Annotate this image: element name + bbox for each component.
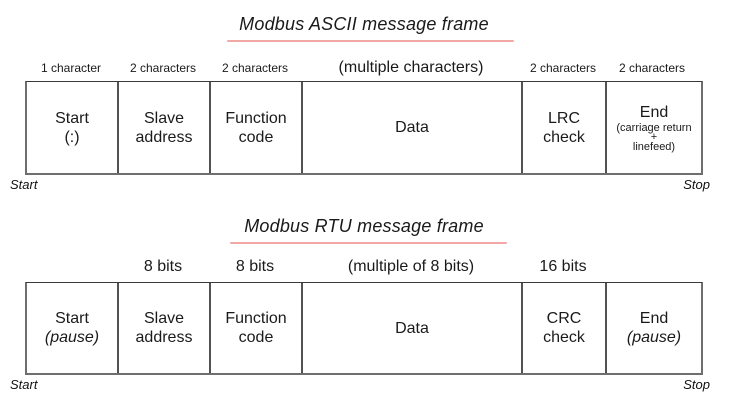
rtu-slave-line2: address: [135, 329, 193, 346]
rtu-frame-title: Modbus RTU message frame: [244, 216, 484, 236]
ascii-end-sub1: (carriage return: [616, 121, 692, 134]
ascii-function-line1: Function: [225, 109, 287, 127]
ascii-size-label-function: 2 characters: [221, 61, 289, 75]
ascii-size-label-lrc: 2 characters: [529, 61, 597, 75]
rtu-crc-line1: CRC: [546, 310, 582, 327]
ascii-slave-line1: Slave: [143, 109, 185, 127]
rtu-size-labels: 8 bits 8 bits (multiple of 8 bits) 16 bi…: [25, 258, 703, 276]
ascii-cell-end: End (carriage return + linefeed): [607, 82, 701, 173]
rtu-stop-marker: Stop: [683, 377, 710, 392]
rtu-slave-line1: Slave: [143, 310, 185, 327]
ascii-start-line1: Start: [55, 109, 89, 127]
rtu-frame-table: Start (pause) Slave address Function cod…: [25, 282, 703, 375]
rtu-start-line1: Start: [55, 310, 89, 327]
ascii-cell-data: Data: [303, 82, 523, 173]
rtu-title-underline: [230, 242, 507, 244]
ascii-end-line1: End: [639, 103, 669, 121]
rtu-end-line1: End: [639, 310, 669, 327]
rtu-size-label-data: (multiple of 8 bits): [347, 258, 475, 275]
rtu-function-line2: code: [238, 329, 274, 346]
ascii-title-underline: [227, 40, 514, 42]
ascii-stop-marker: Stop: [683, 177, 710, 192]
ascii-cell-function-code: Function code: [211, 82, 303, 173]
rtu-cell-slave-address: Slave address: [119, 283, 211, 373]
rtu-start-line2: (pause): [44, 329, 100, 346]
ascii-function-line2: code: [238, 128, 274, 146]
rtu-cell-function-code: Function code: [211, 283, 303, 373]
ascii-cell-lrc-check: LRC check: [523, 82, 607, 173]
ascii-lrc-line2: check: [543, 128, 585, 146]
ascii-size-labels: 1 character 2 characters 2 characters (m…: [25, 59, 703, 77]
rtu-function-line1: Function: [225, 310, 287, 327]
rtu-start-marker: Start: [10, 377, 38, 392]
rtu-crc-line2: check: [543, 329, 585, 346]
ascii-size-label-data: (multiple characters): [338, 59, 484, 76]
ascii-frame-title: Modbus ASCII message frame: [239, 14, 489, 34]
rtu-end-line2: (pause): [626, 329, 682, 346]
ascii-frame-table: Start (:) Slave address Function code Da…: [25, 81, 703, 175]
rtu-cell-end: End (pause): [607, 283, 701, 373]
rtu-cell-start: Start (pause): [27, 283, 119, 373]
ascii-cell-slave-address: Slave address: [119, 82, 211, 173]
ascii-size-label-end: 2 characters: [618, 61, 686, 75]
rtu-size-label-slave: 8 bits: [143, 258, 183, 275]
ascii-cell-start: Start (:): [27, 82, 119, 173]
ascii-lrc-line1: LRC: [547, 109, 580, 127]
rtu-size-label-function: 8 bits: [235, 258, 275, 275]
rtu-size-label-crc: 16 bits: [539, 258, 587, 275]
ascii-size-label-start: 1 character: [40, 61, 102, 75]
ascii-start-line2: (:): [64, 128, 80, 146]
ascii-end-sub2: +: [650, 130, 658, 143]
ascii-start-marker: Start: [10, 177, 38, 192]
ascii-data-line1: Data: [395, 119, 429, 136]
ascii-size-label-slave: 2 characters: [129, 61, 197, 75]
ascii-end-sub3: linefeed): [632, 140, 676, 153]
rtu-cell-crc-check: CRC check: [523, 283, 607, 373]
rtu-cell-data: Data: [303, 283, 523, 373]
ascii-slave-line2: address: [135, 128, 193, 146]
rtu-data-line1: Data: [395, 319, 429, 337]
